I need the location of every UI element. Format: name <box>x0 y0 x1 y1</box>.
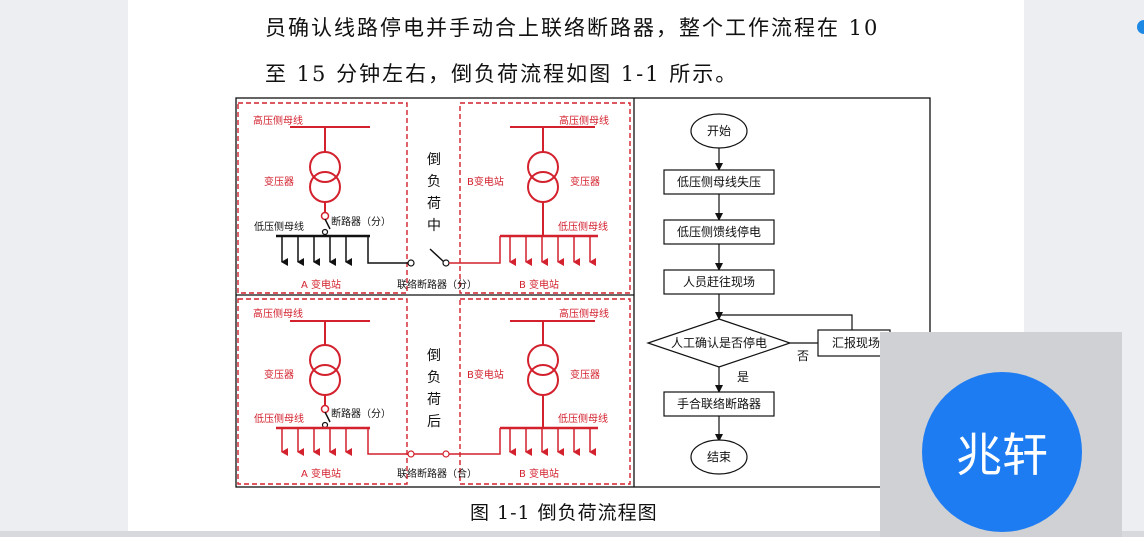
flow-no-label: 否 <box>797 349 809 363</box>
feeders-b <box>509 236 596 266</box>
lv-bus-label-a: 低压侧母线 <box>254 220 304 233</box>
tie-breaker-open <box>429 248 445 263</box>
transformer-label-a2: 变压器 <box>264 368 294 381</box>
paragraph-line-2: 至 15 分钟左右，倒负荷流程如图 1-1 所示。 <box>265 62 739 86</box>
lv-bus-label-b2: 低压侧母线 <box>558 412 608 425</box>
flow-end-text: 结束 <box>707 450 731 464</box>
tie-breaker-open-label: 联络断路器（分） <box>397 278 477 291</box>
flow-decision-text: 人工确认是否停电 <box>671 335 767 350</box>
status-dot <box>1137 20 1144 34</box>
station-a-label-2: A 变电站 <box>301 467 341 480</box>
tie-line-b <box>449 236 501 264</box>
transformer-a-coil-1 <box>309 151 341 183</box>
after-label-2: 负 <box>427 370 441 386</box>
during-label-2: 负 <box>427 174 441 190</box>
hv-bus-label-b: 高压侧母线 <box>559 114 609 127</box>
station-b-boundary <box>459 102 631 294</box>
after-label-1: 倒 <box>427 348 441 364</box>
hv-bus-label-b2: 高压侧母线 <box>559 307 609 320</box>
document-page <box>128 0 1024 537</box>
during-label-1: 倒 <box>427 152 441 168</box>
paragraph-line-1: 员确认线路停电并手动合上联络断路器，整个工作流程在 10 <box>265 16 880 40</box>
transformer-label-b: 变压器 <box>570 175 600 188</box>
lv-bus-label-b: 低压侧母线 <box>558 220 608 233</box>
station-a-label: A 变电站 <box>301 278 341 291</box>
flow-step-4 <box>663 391 775 417</box>
flow-step-1 <box>663 169 775 195</box>
flow-step-4-text: 手合联络断路器 <box>677 396 761 411</box>
station-b-inner-label: B变电站 <box>467 175 504 188</box>
feeders-b2 <box>509 428 596 456</box>
flow-step-3-text: 人员赶往现场 <box>683 274 755 289</box>
station-b-inner-label-2: B变电站 <box>467 368 504 381</box>
feeders-a2 <box>281 428 352 456</box>
after-label-4: 后 <box>427 414 441 430</box>
flow-no-box-text: 汇报现场 <box>832 335 880 350</box>
transformer-a-coil-2 <box>309 171 341 203</box>
breaker-a-blade <box>324 218 331 230</box>
tie-line-closed <box>367 428 501 455</box>
flowchart <box>646 113 891 475</box>
transformer-label-b2: 变压器 <box>570 368 600 381</box>
flow-no-box <box>817 329 891 357</box>
bottom-scrollbar[interactable] <box>0 531 1144 537</box>
station-b-label-2: B 变电站 <box>519 467 559 480</box>
lv-bus-label-a2: 低压侧母线 <box>254 412 304 425</box>
flow-step-1-text: 低压侧母线失压 <box>677 174 761 189</box>
flow-step-2-text: 低压侧馈线停电 <box>677 224 761 239</box>
transformer-label-a: 变压器 <box>264 175 294 188</box>
feeders-a <box>281 236 352 266</box>
tie-line-a <box>367 236 408 264</box>
station-a-boundary <box>237 102 408 294</box>
breaker-label-a: 断路器（分） <box>331 215 391 228</box>
figure-frame <box>235 97 931 488</box>
during-label-3: 荷 <box>427 196 441 212</box>
panel-during: 高压侧母线 变压器 断路器（分） 低压侧母线 A 变电站 联络断路器（分） 倒 … <box>237 102 631 294</box>
flow-start-text: 开始 <box>707 124 731 138</box>
breaker-label-a2: 断路器（分） <box>331 407 391 420</box>
station-b-label: B 变电站 <box>519 278 559 291</box>
flowchart-text: 开始 低压侧母线失压 低压侧馈线停电 人员赶往现场 人工确认是否停电 手合联络断… <box>671 124 880 464</box>
flow-yes-label: 是 <box>737 370 749 384</box>
during-label-4: 中 <box>427 218 441 234</box>
flow-end <box>690 439 748 475</box>
flow-step-3 <box>663 269 775 295</box>
breaker-a-node <box>320 211 330 221</box>
tie-breaker-closed-label: 联络断路器（合） <box>397 467 477 480</box>
after-label-3: 荷 <box>427 392 441 408</box>
figure-caption: 图 1-1 倒负荷流程图 <box>470 502 658 524</box>
hv-bus-label-a: 高压侧母线 <box>253 114 303 127</box>
user-avatar[interactable]: 兆轩 <box>922 372 1082 532</box>
hv-bus-label-a2: 高压侧母线 <box>253 307 303 320</box>
panel-after: 高压侧母线 变压器 断路器（分） 低压侧母线 A 变电站 联络断路器（合） 倒 … <box>237 298 631 485</box>
